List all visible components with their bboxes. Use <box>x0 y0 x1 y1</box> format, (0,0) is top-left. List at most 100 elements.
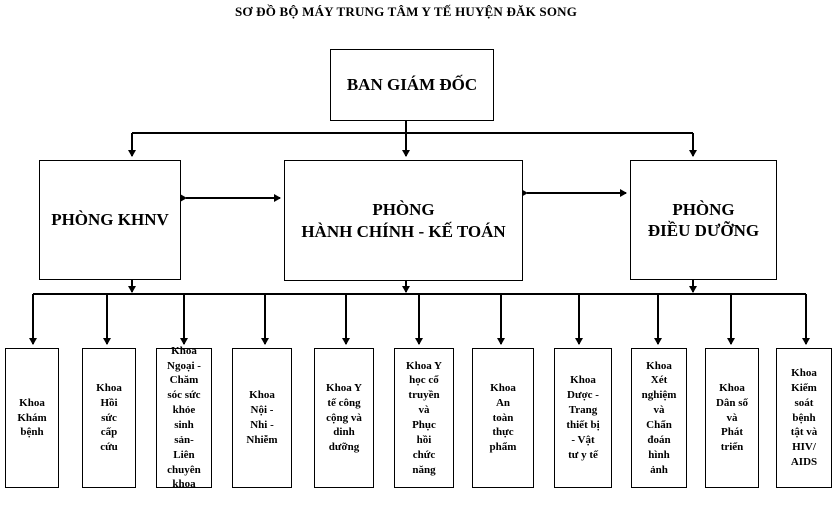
ward-label-line: - Vật <box>571 433 595 446</box>
ward-label-line: Khám <box>17 411 47 424</box>
ward-label-line: Nội - <box>250 404 274 417</box>
ward-label-line: Ngoại - <box>167 359 201 372</box>
ward-label-line: thực <box>492 426 514 439</box>
ward-label-line: triển <box>720 441 744 454</box>
ward-label-line: thiết bị <box>566 419 600 431</box>
ward-label-line: Khoa <box>19 396 45 409</box>
ward-label-line: Khoa <box>490 381 516 394</box>
ward-label-line: bệnh <box>792 411 816 424</box>
dept-dieu-duong-line2: ĐIỀU DƯỠNG <box>647 221 760 240</box>
dept-hc-kt-line2: HÀNH CHÍNH - KẾ TOÁN <box>301 221 506 241</box>
ward-label-line: Khoa Y <box>406 359 442 372</box>
ward-label-line: An <box>495 396 511 409</box>
dept-khnv-box: PHÒNG KHNV <box>39 160 181 280</box>
ward-label-line: Hồi <box>100 396 118 409</box>
ward-label-line: sinh <box>174 419 194 431</box>
ward-label-line: Khoa <box>249 389 275 402</box>
dept-hanh-chinh-ke-toan-box: PHÒNG HÀNH CHÍNH - KẾ TOÁN <box>284 160 523 281</box>
ward-label-line: năng <box>412 463 436 476</box>
ward-label-line: dưỡng <box>328 441 360 454</box>
ward-label-line: ảnh <box>650 463 668 476</box>
ward-label-line: và <box>418 404 430 417</box>
ward-label-line: Khoa <box>791 367 817 380</box>
ward-label-line: cứu <box>100 441 118 454</box>
ward-label-line: Trang <box>568 404 598 417</box>
ward-label-line: Dược - <box>567 389 599 402</box>
ward-label-line: nghiệm <box>641 389 677 402</box>
ward-label-line: phẩm <box>489 441 517 454</box>
dept-dieu-duong-box: PHÒNG ĐIỀU DƯỠNG <box>630 160 777 280</box>
ward-label-line: HIV/ <box>792 441 816 454</box>
ward-label: Khoa Y tế công cộng và dinh dưỡng <box>326 381 362 455</box>
ward-label-line: Kiểm <box>791 381 817 394</box>
ward-label-line: truyền <box>408 389 440 402</box>
ward-y-te-cong-cong: Khoa Y tế công cộng và dinh dưỡng <box>314 348 374 488</box>
ward-label-line: Liên <box>173 448 195 461</box>
ward-label-line: và <box>726 411 738 424</box>
ward-label-line: sức <box>101 411 117 424</box>
ward-label-line: Khoa <box>719 381 745 394</box>
ward-label-line: Dân số <box>715 396 749 409</box>
ward-label-line: Khoa Y <box>326 381 362 394</box>
ward-label-line: Khoa <box>646 359 672 372</box>
ward-label-line: chức <box>412 448 436 461</box>
ward-label-line: AIDS <box>790 456 818 469</box>
ward-label-line: Phục <box>412 419 436 431</box>
ward-label-line: Chăm <box>169 374 199 387</box>
ward-label-line: đoán <box>647 433 671 446</box>
ward-label-line: khỏe <box>172 404 196 417</box>
ward-label-line: dinh <box>333 426 355 439</box>
ward-label-line: chuyên <box>167 463 201 476</box>
director-box: BAN GIÁM ĐỐC <box>330 49 494 121</box>
dept-khnv-label: PHÒNG KHNV <box>51 210 169 230</box>
ward-label-line: tật và <box>790 426 818 439</box>
ward-label-line: cấp <box>100 426 118 439</box>
ward-label-line: Xét <box>650 374 668 387</box>
ward-label-line: Khoa <box>171 344 197 357</box>
ward-label-line: soát <box>794 396 814 409</box>
dept-hc-kt-line1: PHÒNG <box>372 200 435 220</box>
ward-label-line: tư y tế <box>568 448 598 461</box>
ward-label-line: Nhiễm <box>246 433 278 446</box>
ward-label-line: bệnh <box>20 426 44 439</box>
diagram-title: SƠ ĐỒ BỘ MÁY TRUNG TÂM Y TẾ HUYỆN ĐĂK SO… <box>234 4 578 19</box>
ward-label-line: Khoa <box>570 374 596 387</box>
ward-label-line: và <box>653 404 665 417</box>
ward-label-line: học cổ <box>409 374 439 387</box>
ward-label-line: cộng và <box>326 411 362 424</box>
dept-dieu-duong-line1: PHÒNG <box>672 199 735 219</box>
ward-label-line: Chẩn <box>646 419 672 431</box>
ward-label-line: khoa <box>172 478 196 491</box>
ward-label-line: Phát <box>721 426 743 439</box>
ward-label-line: hình <box>648 448 670 461</box>
ward-label-line: toàn <box>492 411 514 424</box>
ward-label-line: sản- <box>174 433 194 446</box>
ward-label-line: hồi <box>416 433 432 446</box>
ward-label-line: Nhi - <box>250 419 274 431</box>
ward-label-line: tế công <box>327 396 361 409</box>
director-label: BAN GIÁM ĐỐC <box>346 75 478 95</box>
ward-label-line: sóc sức <box>167 389 201 402</box>
ward-label-line: Khoa <box>96 381 122 394</box>
